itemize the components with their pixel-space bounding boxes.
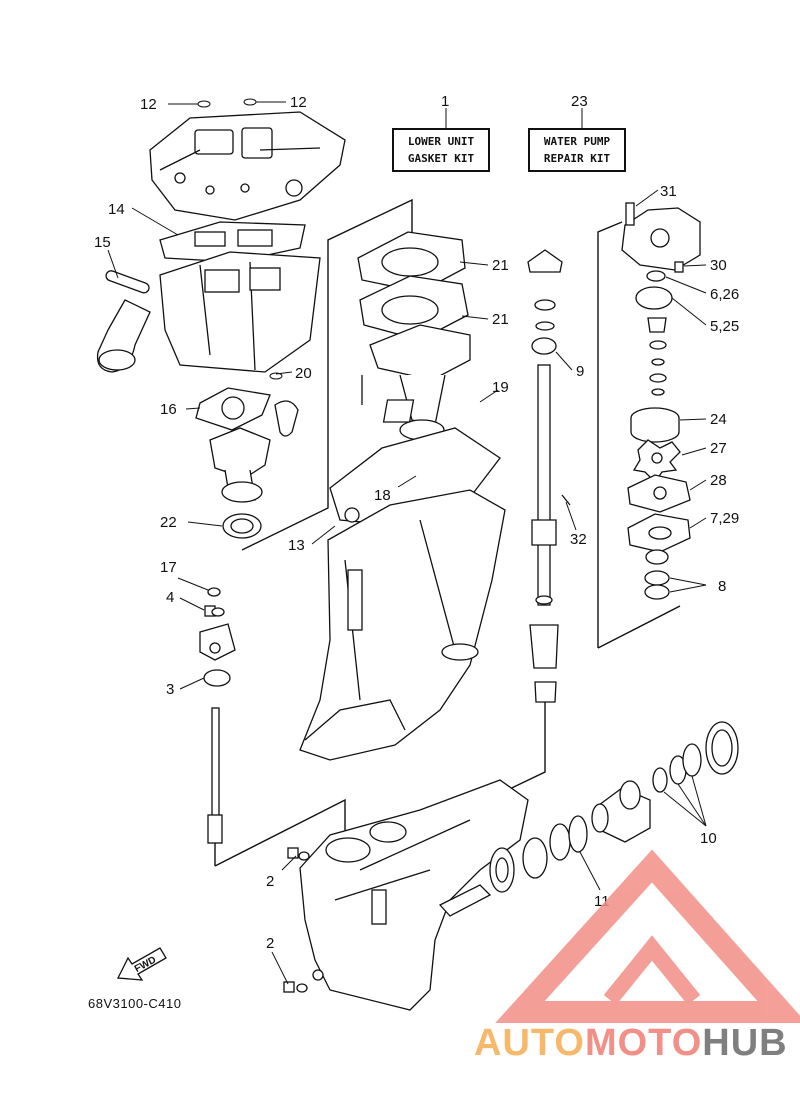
callout-2b: 2 [266, 935, 274, 952]
shift-bracket-part [199, 623, 236, 661]
drive-shaft-part [531, 364, 557, 606]
diagram-code: 68V3100-C410 [88, 996, 182, 1011]
callout-13: 13 [288, 537, 305, 554]
kit-lower-unit-line1: LOWER UNIT [407, 135, 475, 148]
callout-28: 28 [710, 472, 727, 489]
callout-32: 32 [570, 531, 587, 548]
oring-11-part [568, 815, 588, 853]
water-pump-repair-kit-box: WATER PUMP REPAIR KIT [528, 128, 626, 172]
oring-525-part [635, 286, 673, 310]
impeller-housing-24-part [630, 407, 680, 443]
watermark-moto: MOTO [584, 1022, 703, 1064]
oil-pan-part [209, 427, 271, 503]
gasket-14-part [159, 221, 306, 263]
callout-12b: 12 [290, 94, 307, 111]
water-tube-part [96, 299, 151, 373]
bushing-part [529, 624, 559, 703]
kit-water-pump-line1: WATER PUMP [543, 135, 611, 148]
lower-casing-part [299, 779, 529, 1011]
prop-shaft-part [438, 884, 492, 917]
mount-bracket-19-part [382, 399, 415, 423]
forward-gear-part [489, 847, 515, 893]
oring-626-part [646, 270, 666, 282]
callout-14: 14 [108, 201, 125, 218]
callout-626: 6,26 [710, 286, 739, 303]
watermark-text: AUTOMOTOHUB [474, 1022, 788, 1065]
callout-31: 31 [660, 183, 677, 200]
watermark-hub: HUB [702, 1022, 788, 1064]
fwd-arrow-part [116, 947, 167, 981]
callout-12a: 12 [140, 96, 157, 113]
callout-15: 15 [94, 234, 111, 251]
grommet-30-part [674, 261, 684, 273]
callout-17: 17 [160, 559, 177, 576]
callout-8: 8 [718, 578, 726, 595]
exhaust-pipe-part [361, 324, 471, 441]
callout-27: 27 [710, 440, 727, 457]
callout-21b: 21 [492, 311, 509, 328]
kit-water-pump-line2: REPAIR KIT [543, 152, 611, 165]
seals-10-part [652, 743, 702, 793]
prop-seal-part [705, 721, 739, 775]
callout-18: 18 [374, 487, 391, 504]
exhaust-manifold-part [159, 251, 321, 373]
gasket-16-part [195, 387, 299, 437]
drain-screw-2a-part [287, 847, 310, 861]
oring-17-part [207, 587, 221, 597]
exhaust-guide-part [149, 111, 346, 221]
drive-shaft-housing-part [527, 249, 563, 355]
seals-8-part [644, 549, 670, 600]
impeller-27-part [632, 439, 681, 484]
pin-32-part [561, 494, 571, 506]
callout-19: 19 [492, 379, 509, 396]
drain-screw-2b-part [283, 981, 308, 993]
callout-729: 7,29 [710, 510, 739, 527]
leader-lines [107, 98, 707, 985]
pump-housing-31-part [621, 202, 701, 271]
callout-23: 23 [571, 93, 588, 110]
kit-lower-unit-line2: GASKET KIT [407, 152, 475, 165]
callout-30: 30 [710, 257, 727, 274]
plate-28-part [627, 474, 691, 513]
callout-2a: 2 [266, 873, 274, 890]
parts [96, 111, 739, 1011]
callout-4: 4 [166, 589, 174, 606]
callout-10: 10 [700, 830, 717, 847]
bearing-part [522, 823, 571, 879]
gasket-21-lower-part [359, 275, 469, 341]
gasket-15-part [105, 270, 150, 294]
watermark-logo [495, 849, 800, 1023]
pump-collar-part [647, 317, 667, 396]
bolt-4-part [204, 605, 225, 617]
oil-seal-22-part [222, 513, 262, 539]
callout-16: 16 [160, 401, 177, 418]
callout-3: 3 [166, 681, 174, 698]
upper-casing-part [299, 489, 506, 761]
callout-9: 9 [576, 363, 584, 380]
callout-labels: 12 12 1 23 31 14 15 21 30 6,26 21 5,25 9… [94, 93, 739, 952]
oring-3-part [203, 669, 231, 687]
callout-1: 1 [441, 93, 449, 110]
gasket-729-part [627, 513, 691, 553]
callout-20: 20 [295, 365, 312, 382]
callout-22: 22 [160, 514, 177, 531]
callout-525: 5,25 [710, 318, 739, 335]
callout-21a: 21 [492, 257, 509, 274]
watermark-auto: AUTO [474, 1022, 585, 1064]
bearing-housing-part [591, 780, 651, 843]
fwd-label: FWD [133, 955, 158, 975]
shift-rod-part [207, 707, 223, 844]
lower-unit-gasket-kit-box: LOWER UNIT GASKET KIT [392, 128, 490, 172]
callout-24: 24 [710, 411, 727, 428]
